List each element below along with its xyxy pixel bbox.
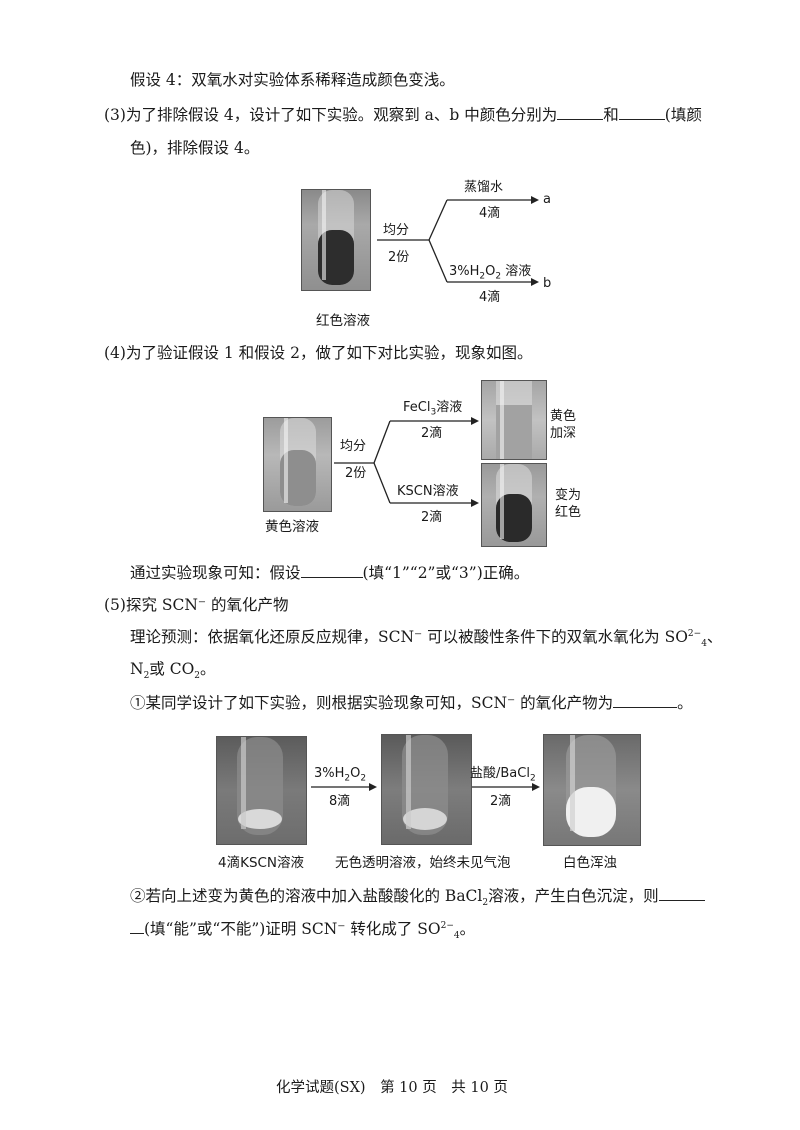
kscn-tube-photo (216, 736, 307, 845)
yellow-solution-caption: 黄色溶液 (265, 519, 319, 535)
q4-branch2-reagent: KSCN溶液 (397, 484, 459, 499)
q4-conclusion-post: (填“1”“2”或“3”)正确。 (362, 564, 530, 582)
q4-branch1-result-l1: 黄色 (550, 409, 577, 424)
q3-split-bottom: 2份 (388, 250, 410, 265)
step1-reagent: 3%H2O2 (314, 766, 367, 784)
q4-branch1-result-l2: 加深 (550, 426, 577, 441)
q3-split-top: 均分 (383, 223, 410, 238)
q5-item1-post: 。 (677, 694, 693, 712)
q3-branch-arrows (377, 196, 539, 286)
q3-text-pre: (3)为了排除假设 4，设计了如下实验。观察到 a、b 中颜色分别为 (104, 106, 558, 124)
q4-branch2-amount: 2滴 (421, 510, 443, 525)
q4-split-top: 均分 (340, 439, 367, 454)
q4-branch-arrows (334, 417, 479, 507)
test-tube-icon (496, 381, 532, 459)
q5-item2-line2: (填“能”或“不能”)证明 SCN⁻ 转化成了 SO2−4。 (130, 918, 475, 941)
hypothesis-4: 假设 4：双氧水对实验体系稀释造成颜色变浅。 (130, 71, 455, 89)
caption-white-turbid: 白色浑浊 (563, 855, 617, 871)
kscn-result-tube-photo (481, 463, 547, 547)
q5-item1: ①某同学设计了如下实验，则根据实验现象可知，SCN⁻ 的氧化产物为 。 (130, 692, 693, 713)
answer-blank-oxidation-product[interactable] (613, 692, 678, 708)
page-footer: 化学试题(SX) 第 10 页 共 10 页 (276, 1080, 508, 1096)
step1-amount: 8滴 (329, 794, 351, 809)
answer-blank-can-prove[interactable] (658, 885, 705, 901)
answer-blank-can-prove-cont[interactable] (130, 918, 144, 934)
q4-conclusion: 通过实验现象可知：假设 (填“1”“2”或“3”)正确。 (130, 562, 529, 583)
answer-blank-hypothesis[interactable] (300, 562, 363, 578)
q3-branch2-reagent: 3%H2O2 溶液 (449, 264, 532, 282)
step2-amount: 2滴 (490, 794, 512, 809)
step2-reagent: 盐酸/BaCl2 (470, 766, 536, 784)
colorless-solution-tube-photo (381, 734, 472, 845)
test-tube-icon (318, 190, 354, 285)
test-tube-icon (566, 735, 616, 837)
q3-line2: 色)，排除假设 4。 (130, 139, 260, 157)
test-tube-icon (280, 418, 316, 506)
q4-conclusion-pre: 通过实验现象可知：假设 (130, 564, 301, 582)
fecl3-result-tube-photo (481, 380, 547, 460)
q5-title: (5)探究 SCN⁻ 的氧化产物 (104, 596, 289, 614)
red-solution-caption: 红色溶液 (316, 313, 370, 329)
q4-branch1-amount: 2滴 (421, 426, 443, 441)
step1-arrow (311, 783, 377, 791)
red-solution-tube-photo (301, 189, 371, 291)
answer-blank-b[interactable] (618, 104, 665, 120)
q4-branch2-result-l1: 变为 (555, 488, 582, 503)
q5-prediction-line1: 理论预测：依据氧化还原反应规律，SCN⁻ 可以被酸性条件下的双氧水氧化为 SO2… (130, 628, 723, 650)
q3-branch1-end: a (543, 192, 551, 207)
white-turbid-tube-photo (543, 734, 641, 846)
q5-item2-line1: ②若向上述变为黄色的溶液中加入盐酸酸化的 BaCl2溶液，产生白色沉淀，则 (130, 885, 705, 908)
test-tube-icon (402, 735, 448, 835)
q4-branch1-reagent: FeCl3溶液 (403, 400, 463, 418)
q4-line1: (4)为了验证假设 1 和假设 2，做了如下对比实验，现象如图。 (104, 344, 533, 362)
q5-prediction-line2: N2或 CO2。 (130, 660, 216, 682)
q4-split-bottom: 2份 (345, 466, 367, 481)
q3-branch1-amount: 4滴 (479, 206, 501, 221)
q5-item1-pre: ①某同学设计了如下实验，则根据实验现象可知，SCN⁻ 的氧化产物为 (130, 694, 614, 712)
caption-colorless: 无色透明溶液，始终未见气泡 (335, 855, 511, 871)
q3-branch2-end: b (543, 276, 552, 291)
q3-text-mid: 和 (603, 106, 619, 124)
q4-branch2-result-l2: 红色 (555, 505, 582, 520)
test-tube-icon (237, 737, 283, 835)
q3-line1: (3)为了排除假设 4，设计了如下实验。观察到 a、b 中颜色分别为 和 (填颜 (104, 104, 702, 125)
q3-branch2-amount: 4滴 (479, 290, 501, 305)
answer-blank-a[interactable] (557, 104, 604, 120)
q3-branch1-reagent: 蒸馏水 (464, 180, 504, 195)
step2-arrow (472, 783, 540, 791)
q3-text-post: (填颜 (664, 106, 702, 124)
caption-kscn: 4滴KSCN溶液 (218, 855, 305, 871)
test-tube-icon (496, 464, 532, 542)
yellow-solution-tube-photo (263, 417, 332, 512)
